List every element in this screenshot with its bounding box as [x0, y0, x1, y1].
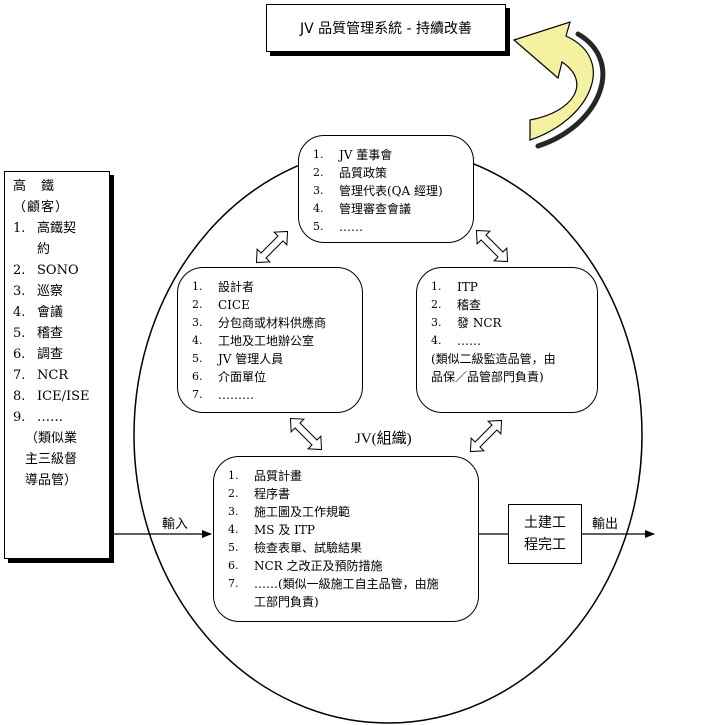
- list-item: 5.……: [313, 220, 363, 234]
- page-title: JV 品質管理系統 - 持續改善: [299, 21, 473, 37]
- management-list: 1.JV 董事會 2.品質政策 3.管理代表(QA 經理) 4.管理審查會議 5…: [313, 146, 465, 236]
- client-heading: 高 鐵: [13, 179, 56, 194]
- list-item: 5.稽查: [13, 326, 64, 341]
- construction-note: 工部門負責): [254, 595, 319, 609]
- list-item: 4.……: [431, 334, 481, 348]
- management-box: 1.JV 董事會 2.品質政策 3.管理代表(QA 經理) 4.管理審查會議 5…: [298, 135, 474, 243]
- input-label: 輸入: [162, 517, 189, 532]
- client-note: 主三級督: [25, 452, 78, 467]
- list-item: 3.分包商或材料供應商: [192, 316, 327, 330]
- list-item: 約: [37, 242, 51, 257]
- construction-list: 1.品質計畫 2.程序書 3.施工圖及工作規範 4.MS 及 ITP 5.檢查表…: [228, 467, 470, 593]
- civil-completion-box: 土建工 程完工: [508, 504, 582, 564]
- civil-completion-label: 程完工: [524, 537, 566, 553]
- list-item: 7.……(類似一級施工自主品管，由施: [228, 577, 439, 591]
- list-item: 5.JV 管理人員: [192, 352, 284, 366]
- list-item: 3.發 NCR: [431, 316, 502, 330]
- list-item: 1.設計者: [192, 280, 255, 294]
- list-item: 3.施工圖及工作規範: [228, 505, 351, 519]
- list-item: 2.程序書: [228, 487, 291, 501]
- list-item: 2.品質政策: [313, 166, 388, 180]
- client-list: 1.高鐵契 約 2.SONO 3.巡察 4.會議 5.稽查 6.調查 7.NCR…: [13, 218, 105, 428]
- list-item: 2.SONO: [13, 263, 79, 278]
- supervision-list: 1.ITP 2.稽查 3.發 NCR 4.……: [431, 278, 589, 350]
- continuous-improvement-arrow-icon: [512, 21, 606, 149]
- supervision-note: (類似二級監造品管，由: [431, 352, 556, 366]
- construction-box: 1.品質計畫 2.程序書 3.施工圖及工作規範 4.MS 及 ITP 5.檢查表…: [213, 456, 479, 622]
- list-item: 6.NCR 之改正及預防措施: [228, 559, 383, 573]
- parties-list: 1.設計者 2.CICE 3.分包商或材料供應商 4.工地及工地辦公室 5.JV…: [192, 278, 354, 404]
- two-way-arrow-icon: [469, 419, 503, 453]
- list-item: 1.高鐵契: [13, 221, 77, 236]
- client-box: 高 鐵 （顧客） 1.高鐵契 約 2.SONO 3.巡察 4.會議 5.稽查 6…: [4, 171, 110, 559]
- list-item: 4.工地及工地辦公室: [192, 334, 315, 348]
- title-box: JV 品質管理系統 - 持續改善: [266, 4, 506, 52]
- two-way-arrow-icon: [289, 417, 323, 451]
- list-item: 4.管理審查會議: [313, 202, 412, 216]
- list-item: 9.……: [13, 410, 63, 425]
- list-item: 2.稽查: [431, 298, 482, 312]
- list-item: 3.巡察: [13, 284, 64, 299]
- list-item: 7.………: [192, 388, 254, 402]
- output-label: 輸出: [592, 517, 619, 532]
- list-item: 2.CICE: [192, 298, 250, 312]
- list-item: 6.調查: [13, 347, 64, 362]
- list-item: 8.ICE/ISE: [13, 389, 90, 404]
- client-note: 導品管）: [25, 473, 78, 488]
- list-item: 7.NCR: [13, 368, 69, 383]
- parties-box: 1.設計者 2.CICE 3.分包商或材料供應商 4.工地及工地辦公室 5.JV…: [177, 267, 363, 413]
- list-item: 1.ITP: [431, 280, 478, 294]
- list-item: 1.品質計畫: [228, 469, 303, 483]
- list-item: 4.MS 及 ITP: [228, 523, 315, 537]
- list-item: 5.檢查表單、試驗結果: [228, 541, 363, 555]
- civil-completion-label: 土建工: [524, 515, 566, 531]
- supervision-note: 品保／品管部門負責): [431, 370, 544, 384]
- organization-label: JV(組織): [355, 431, 412, 447]
- client-heading: （顧客）: [13, 200, 70, 215]
- list-item: 4.會議: [13, 305, 64, 320]
- two-way-arrow-icon: [255, 230, 289, 264]
- list-item: 6.介面單位: [192, 370, 267, 384]
- two-way-arrow-icon: [475, 229, 509, 263]
- supervision-box: 1.ITP 2.稽查 3.發 NCR 4.…… (類似二級監造品管，由 品保／品…: [416, 267, 598, 413]
- client-note: （類似業: [25, 431, 78, 446]
- list-item: 3.管理代表(QA 經理): [313, 184, 443, 198]
- list-item: 1.JV 董事會: [313, 148, 393, 162]
